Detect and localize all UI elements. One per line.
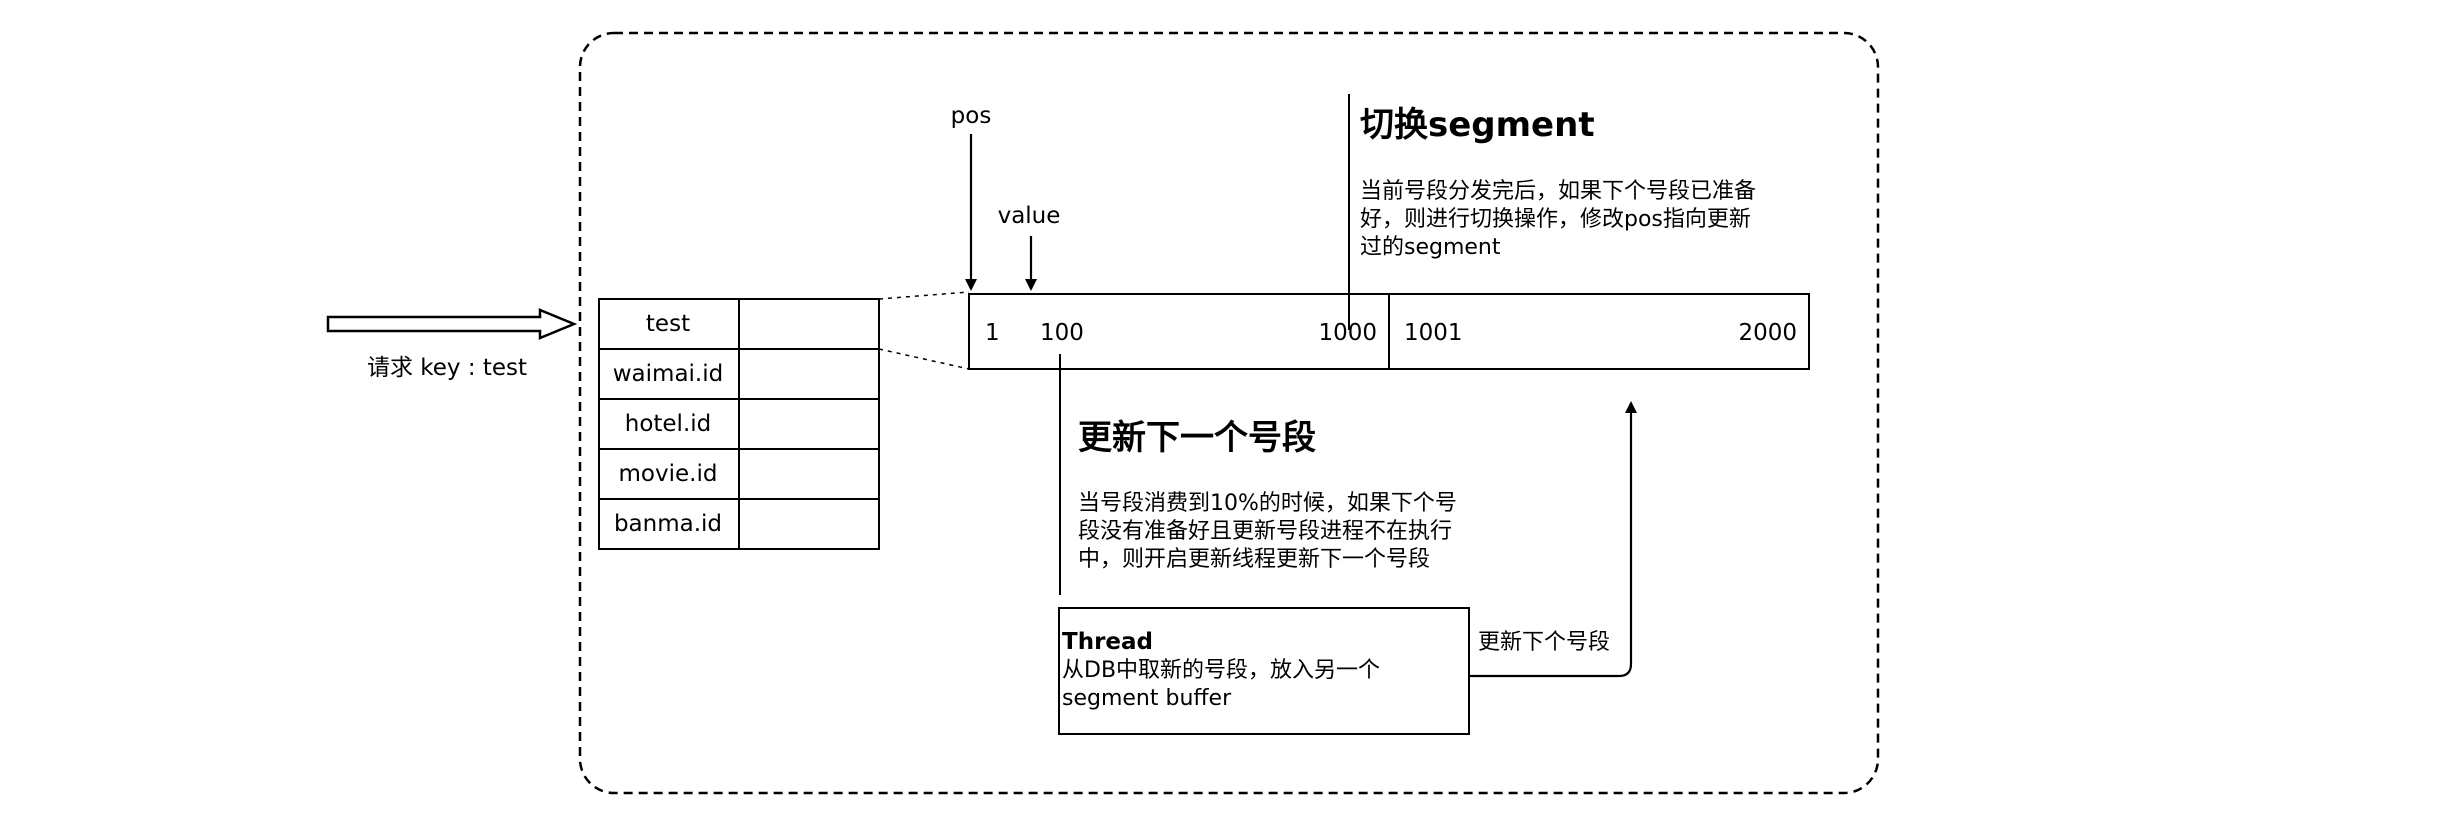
key-table-grid <box>598 298 880 550</box>
update-next-title: 更新下一个号段 <box>1078 418 1316 458</box>
request-label: 请求 key : test <box>366 355 528 381</box>
outer-container <box>578 31 1880 795</box>
key-row-banma: banma.id <box>613 511 723 537</box>
seg1-end: 1000 <box>1318 320 1377 346</box>
switch-segment-title: 切换segment <box>1360 105 1595 145</box>
seg2-start: 1001 <box>1404 320 1463 346</box>
switch-segment-desc: 当前号段分发完后，如果下个号段已准备好，则进行切换操作，修改pos指向更新过的s… <box>1360 179 1757 260</box>
value-label: value <box>997 203 1061 229</box>
key-row-waimai: waimai.id <box>612 361 724 387</box>
zoom-line-bottom <box>878 348 970 370</box>
thread-box <box>1058 607 1470 735</box>
pos-label: pos <box>950 103 992 129</box>
key-row-test: test <box>645 311 691 337</box>
thread-arrow-label: 更新下个号段 <box>1478 630 1611 655</box>
seg1-value-mark: 100 <box>1040 320 1084 346</box>
thread-to-segment-arrow <box>1469 401 1637 678</box>
key-row-hotel: hotel.id <box>624 411 712 437</box>
key-row-movie: movie.id <box>618 461 718 487</box>
seg2-end: 2000 <box>1738 320 1797 346</box>
update-next-desc: 当号段消费到10%的时候，如果下个号段没有准备好且更新号段进程不在执行中，则开启… <box>1078 491 1457 572</box>
request-arrow <box>326 308 578 340</box>
thread-desc: 从DB中取新的号段，放入另一个segment buffer <box>1062 658 1381 711</box>
seg1-start: 1 <box>985 320 1000 346</box>
thread-title: Thread <box>1062 629 1153 655</box>
zoom-line-top <box>878 291 970 300</box>
